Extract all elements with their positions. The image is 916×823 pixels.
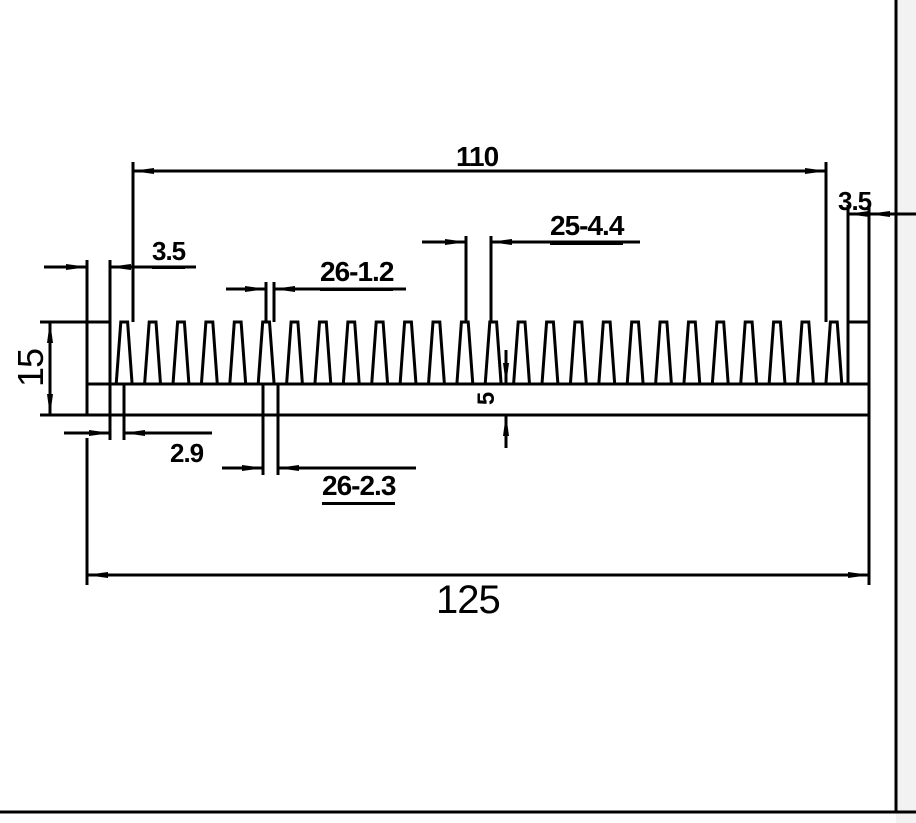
label-fin-tip-thickness: 26-1.2 (320, 258, 394, 291)
label-fin-root-thickness: 26-2.3 (322, 472, 396, 505)
label-fin-pitch: 25-4.4 (550, 212, 624, 245)
label-edge-wall-right: 3.5 (838, 186, 872, 216)
left-edge-wall (85, 320, 112, 384)
dimension-lines (40, 162, 916, 585)
label-edge-wall-left: 3.5 (152, 238, 186, 269)
right-edge-wall (846, 320, 871, 384)
label-inner-span: 110 (456, 141, 499, 172)
label-overall-width: 125 (436, 578, 501, 622)
label-overall-height: 15 (10, 348, 52, 388)
right-margin-band (896, 0, 916, 823)
heatsink-profile (85, 320, 871, 417)
label-base-thickness: 5 (473, 392, 501, 406)
fin-comb (110, 320, 848, 386)
label-side-gap: 2.9 (170, 438, 204, 468)
